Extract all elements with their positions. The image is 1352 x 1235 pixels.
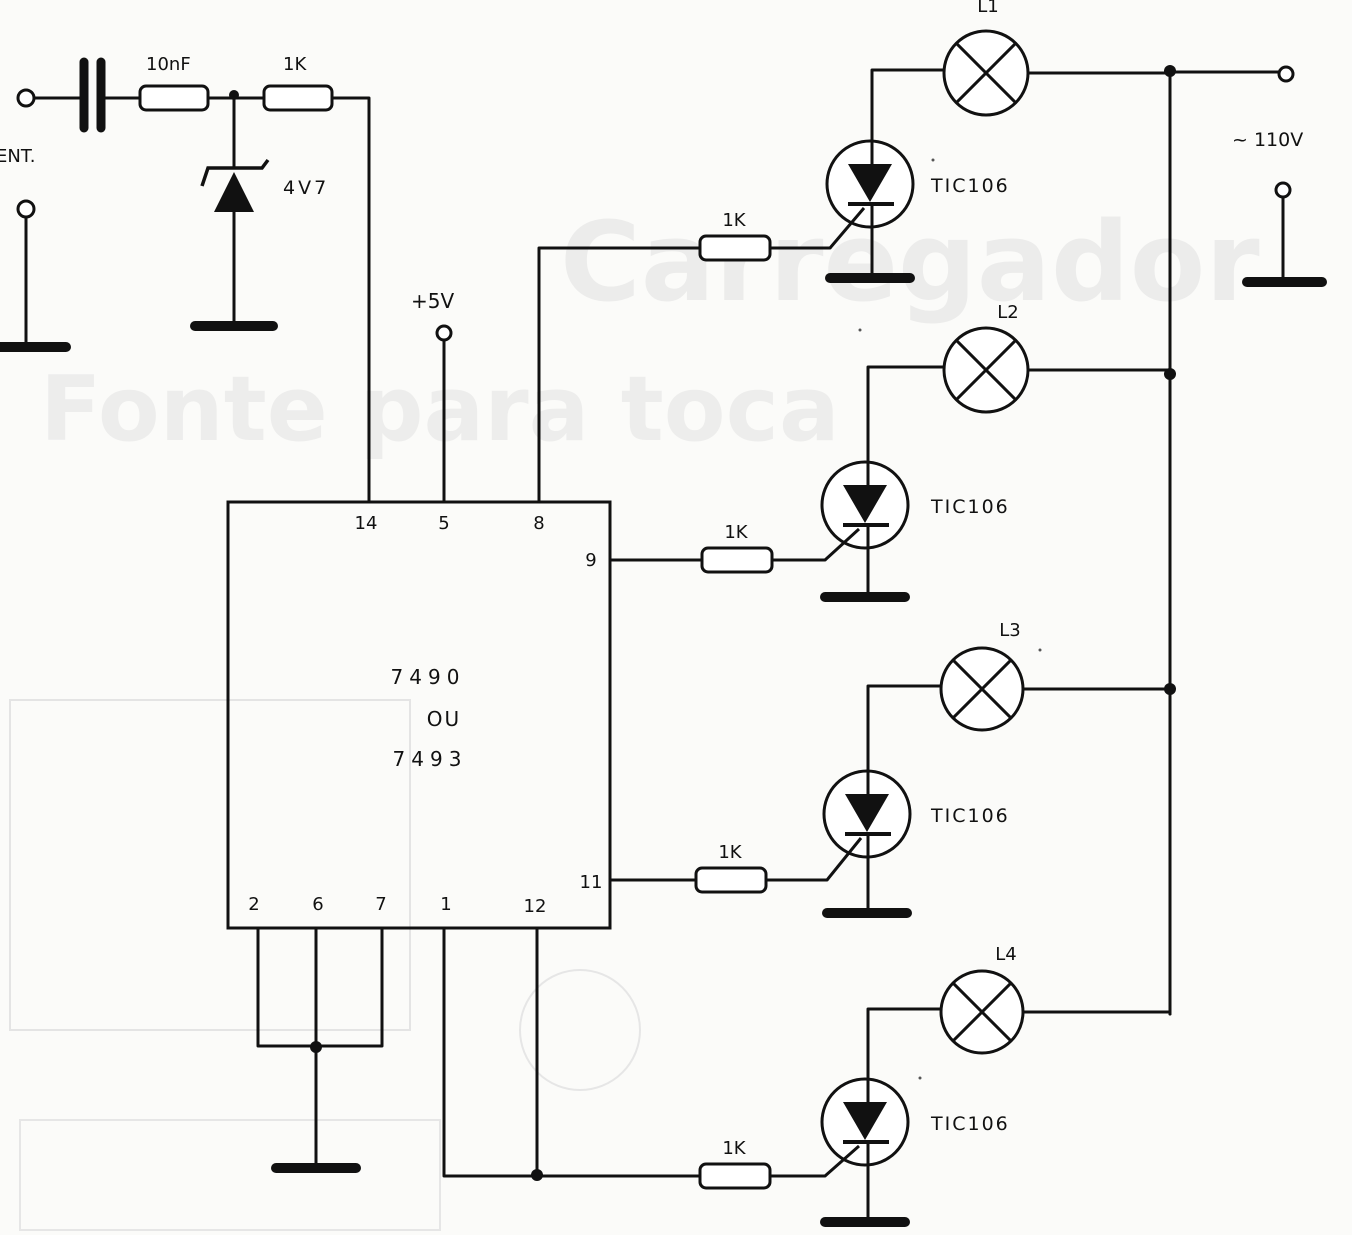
gate-resistor-1-label: 1K — [722, 210, 746, 231]
junction-dot — [531, 1169, 543, 1181]
pin-11-label: 11 — [580, 872, 603, 893]
ic-reset-wiring — [256, 926, 702, 1181]
scr-2-label: TIC106 — [930, 496, 1010, 518]
ic-name-line3: 7493 — [393, 747, 468, 771]
scr-2 — [820, 460, 910, 597]
scr-4-label: TIC106 — [930, 1113, 1010, 1135]
ic-name-line2: OU — [427, 707, 461, 731]
pin-9-label: 9 — [585, 550, 596, 571]
zener-diode — [190, 96, 278, 331]
lamp-3-scr-wire — [866, 684, 943, 780]
gate-resistor-1 — [698, 234, 772, 262]
lamp-2-label: L2 — [997, 302, 1018, 323]
lamp-1-scr-wire — [870, 68, 946, 150]
lamp-2 — [942, 326, 1030, 414]
pin-6-label: 6 — [312, 894, 323, 915]
pin-2-label: 2 — [248, 894, 259, 915]
gate-resistor-2-label: 1K — [724, 522, 748, 543]
counter-ic: 7490 OU 7493 14 5 8 9 11 2 6 7 1 12 — [226, 500, 612, 930]
pin-1-label: 1 — [440, 894, 451, 915]
lamp-2-bus-wire — [1026, 368, 1172, 376]
scr-3 — [822, 769, 912, 913]
ic-name-line1: 7490 — [391, 665, 466, 689]
svg-text:Fonte para toca: Fonte para toca — [40, 357, 840, 462]
junction-dot — [310, 1041, 322, 1053]
input-ground-terminal — [16, 199, 36, 219]
resistor-input-1k — [262, 84, 334, 112]
pin-5-label: 5 — [438, 513, 449, 534]
wire-pin8 — [537, 246, 702, 504]
ic-body — [226, 500, 612, 930]
input-terminal — [16, 88, 36, 108]
lamp-3 — [939, 646, 1025, 732]
resistor-label: 1K — [283, 54, 307, 75]
input-stage: ENT. 10nF 1K 4V7 — [0, 54, 371, 504]
pin-7-label: 7 — [375, 894, 386, 915]
mains-label: ~ 110V — [1232, 129, 1303, 151]
gate-resistor-4 — [698, 1162, 772, 1190]
capacitor-label: 10nF — [146, 54, 191, 75]
lamp-2-scr-wire — [866, 365, 946, 471]
pin-14-label: 14 — [355, 513, 378, 534]
input-label: ENT. — [0, 146, 35, 167]
gate-resistor-3-label: 1K — [718, 842, 742, 863]
lamp-4-scr-wire — [866, 1007, 943, 1088]
scr-4 — [820, 1077, 910, 1222]
supply-5v: +5V — [411, 289, 454, 504]
lamp-4-bus-wire — [1021, 1010, 1172, 1016]
lamp-1-bus-wire — [1026, 69, 1172, 75]
gate-resistor-3 — [694, 866, 768, 894]
svg-text:Carregador: Carregador — [560, 198, 1260, 326]
zener-label: 4V7 — [283, 177, 329, 199]
lamp-1-label: L1 — [977, 0, 998, 17]
capacitor-10nF — [79, 57, 106, 133]
supply-label: +5V — [411, 289, 454, 313]
resistor-series — [138, 84, 210, 112]
lamp-4 — [939, 969, 1025, 1055]
mains-terminal-bottom — [1274, 181, 1292, 199]
mains-terminal-top — [1277, 65, 1295, 83]
lamp-1 — [942, 29, 1030, 117]
lamp-3-label: L3 — [999, 620, 1020, 641]
scr-1 — [825, 139, 915, 278]
scr-3-label: TIC106 — [930, 805, 1010, 827]
lamp-4-label: L4 — [995, 944, 1016, 965]
background-bleed: Carregador Fonte para toca — [9, 198, 1260, 1231]
pin-8-label: 8 — [533, 513, 544, 534]
gate-resistor-4-label: 1K — [722, 1138, 746, 1159]
supply-terminal — [435, 324, 453, 342]
gate-resistor-2 — [700, 546, 774, 574]
junction-dot — [229, 90, 239, 100]
pin-12-label: 12 — [524, 896, 547, 917]
scr-1-label: TIC106 — [930, 175, 1010, 197]
